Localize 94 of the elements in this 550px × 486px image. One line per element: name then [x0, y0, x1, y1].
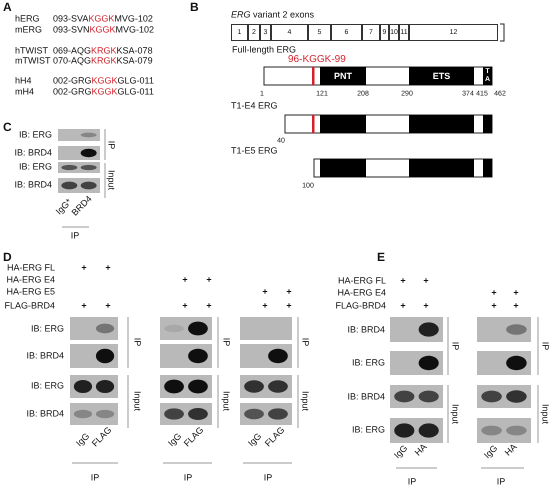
antibody-label: IB: ERG: [18, 162, 52, 172]
condition-label: HA-ERG FL: [338, 276, 386, 286]
construct-label: Full-length ERG: [232, 46, 296, 54]
sequence-text: 070-AQGKRGKKSA-079: [53, 56, 153, 66]
condition-label: FLAG-BRD4: [335, 302, 386, 310]
lane-label: IgG: [74, 432, 92, 448]
lane-label: IgG: [392, 444, 410, 460]
fraction-label: Input: [222, 390, 230, 412]
domain-bar: [320, 159, 366, 177]
species-label: hH4: [15, 76, 32, 86]
sequence-text: 093-SVAKGGKMVG-102: [53, 14, 153, 24]
ip-label: IP: [184, 474, 192, 482]
panel-letter: E: [377, 251, 386, 263]
fraction-label: IP: [132, 338, 142, 346]
sequence-text: 002-GRGKGGKGLG-011: [53, 76, 154, 86]
plus-sign: +: [262, 302, 268, 310]
antibody-label: IB: ERG: [18, 130, 52, 140]
antibody-label: IB: BRD4: [347, 392, 385, 402]
fraction-label: Input: [132, 390, 142, 412]
lane-label: IgG: [166, 432, 184, 448]
lane-label: IgG: [246, 432, 264, 448]
plus-sign: +: [105, 264, 111, 272]
antibody-label: IB: ERG: [352, 358, 385, 368]
species-label: mTWIST: [15, 56, 50, 66]
antibody-label: IB: BRD4: [26, 410, 64, 418]
domain-bar: [320, 115, 366, 133]
ip-label: IP: [408, 478, 416, 486]
condition-label: HA-ERG E4: [337, 288, 386, 298]
antibody-label: IB: BRD4: [26, 352, 64, 360]
condition-label: FLAG-BRD4: [4, 302, 55, 310]
lane-label: HA: [413, 442, 429, 458]
domain-bar: [483, 115, 492, 133]
plus-sign: +: [81, 302, 87, 310]
domain-box: PNT: [320, 67, 366, 85]
domain-bar: [409, 115, 474, 133]
condition-label: HA-ERG FL: [6, 264, 55, 272]
ip-label: IP: [496, 478, 506, 486]
domain-bar: [409, 159, 474, 177]
species-label: hERG: [15, 14, 40, 24]
lane-label: IgG: [482, 444, 500, 460]
antibody-label: IB: ERG: [352, 426, 385, 434]
antibody-label: IB: BRD4: [347, 326, 385, 334]
plus-sign: +: [286, 288, 292, 296]
ip-label: IP: [70, 232, 80, 240]
ip-label: IP: [264, 474, 272, 482]
plus-sign: +: [423, 302, 429, 310]
species-label: mH4: [15, 88, 34, 96]
antibody-label: IB: ERG: [30, 382, 64, 390]
antibody-label: IB: ERG: [30, 324, 64, 334]
fraction-label: IP: [450, 342, 460, 350]
fraction-label: Input: [106, 170, 116, 190]
plus-sign: +: [400, 302, 406, 310]
sequence-text: 093-SVNKGGKMVG-102: [53, 26, 154, 34]
species-label: hTWIST: [15, 46, 48, 56]
plus-sign: +: [513, 302, 519, 310]
fraction-label: IP: [222, 338, 230, 346]
plus-sign: +: [400, 276, 406, 286]
panel-letter: B: [190, 1, 199, 13]
plus-sign: +: [491, 288, 497, 298]
plus-sign: +: [286, 302, 292, 310]
plus-sign: +: [262, 288, 268, 296]
plus-sign: +: [206, 302, 212, 310]
plus-sign: +: [513, 288, 519, 298]
ip-label: IP: [90, 474, 100, 482]
fraction-label: Input: [300, 390, 310, 412]
plus-sign: +: [491, 302, 497, 310]
construct-label: T1-E4 ERG: [231, 102, 278, 110]
antibody-label: IB: BRD4: [14, 148, 52, 158]
fraction-label: Input: [450, 404, 460, 424]
sequence-text: 002-GRGKGGKGLG-011: [53, 88, 154, 96]
plus-sign: +: [182, 302, 188, 310]
plus-sign: +: [423, 276, 429, 286]
condition-label: HA-ERG E4: [6, 276, 55, 284]
motif-label: 96-KGGK-99: [288, 55, 346, 65]
plus-sign: +: [182, 276, 188, 284]
heading-text: ERG variant 2 exons: [231, 10, 314, 20]
plus-sign: +: [206, 276, 212, 284]
plus-sign: +: [105, 302, 111, 310]
panel-letter: A: [3, 1, 12, 13]
sequence-text: 069-AQGKRGKKSA-078: [53, 46, 153, 56]
panel-letter: C: [3, 121, 12, 133]
species-label: mERG: [15, 26, 42, 34]
fraction-label: Input: [540, 404, 550, 424]
fraction-label: IP: [106, 140, 116, 150]
condition-label: HA-ERG E5: [6, 288, 55, 296]
construct-label: T1-E5 ERG: [231, 146, 278, 156]
fraction-label: IP: [300, 338, 310, 346]
antibody-label: IB: BRD4: [14, 180, 52, 190]
lane-label: HA: [503, 442, 519, 458]
panel-letter: D: [3, 251, 12, 263]
plus-sign: +: [81, 264, 87, 272]
domain-bar: [483, 159, 492, 177]
domain-box: ETS: [409, 67, 474, 85]
fraction-label: IP: [540, 342, 550, 350]
